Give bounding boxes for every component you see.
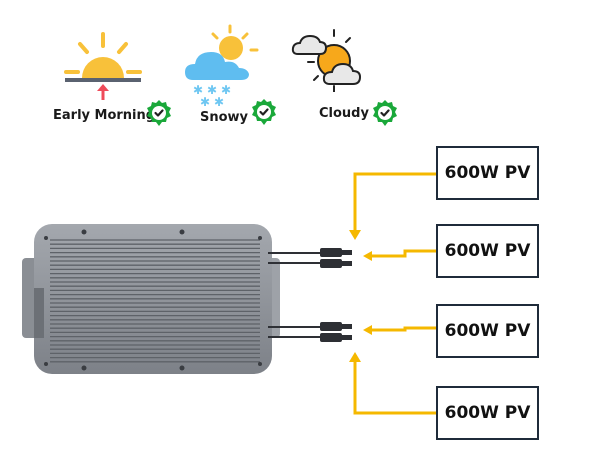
cloudy-sun-icon (291, 29, 362, 92)
arrow-pv1 (353, 172, 436, 232)
weather-label: Snowy (200, 110, 249, 125)
check-badge-icon (147, 100, 171, 126)
weather-label: Cloudy (319, 106, 369, 121)
pv-input-box: 600W PV (436, 224, 539, 278)
arrow-pv4 (353, 360, 436, 415)
svg-text:✱: ✱ (207, 83, 217, 97)
svg-text:✱: ✱ (214, 95, 224, 109)
microinverter-device (22, 224, 352, 374)
arrow-pv3 (370, 326, 436, 332)
snow-cloud-icon: ✱✱✱ ✱✱ (185, 24, 259, 109)
pv-input-box: 600W PV (436, 386, 539, 440)
check-badge-icon (373, 100, 397, 126)
svg-text:✱: ✱ (221, 83, 231, 97)
svg-text:✱: ✱ (193, 83, 203, 97)
check-badge-icon (252, 99, 276, 125)
svg-text:✱: ✱ (200, 95, 210, 109)
pv-input-box: 600W PV (436, 304, 539, 358)
weather-label: Early Morning (53, 108, 156, 123)
weather-item-cloudy: Cloudy (290, 28, 410, 128)
arrow-pv2 (370, 249, 436, 258)
sunrise-icon (64, 32, 142, 100)
pv-input-box: 600W PV (436, 146, 539, 200)
weather-item-early-morning: Early Morning (50, 30, 180, 130)
weather-item-snowy: ✱✱✱ ✱✱ Snowy (183, 22, 293, 130)
